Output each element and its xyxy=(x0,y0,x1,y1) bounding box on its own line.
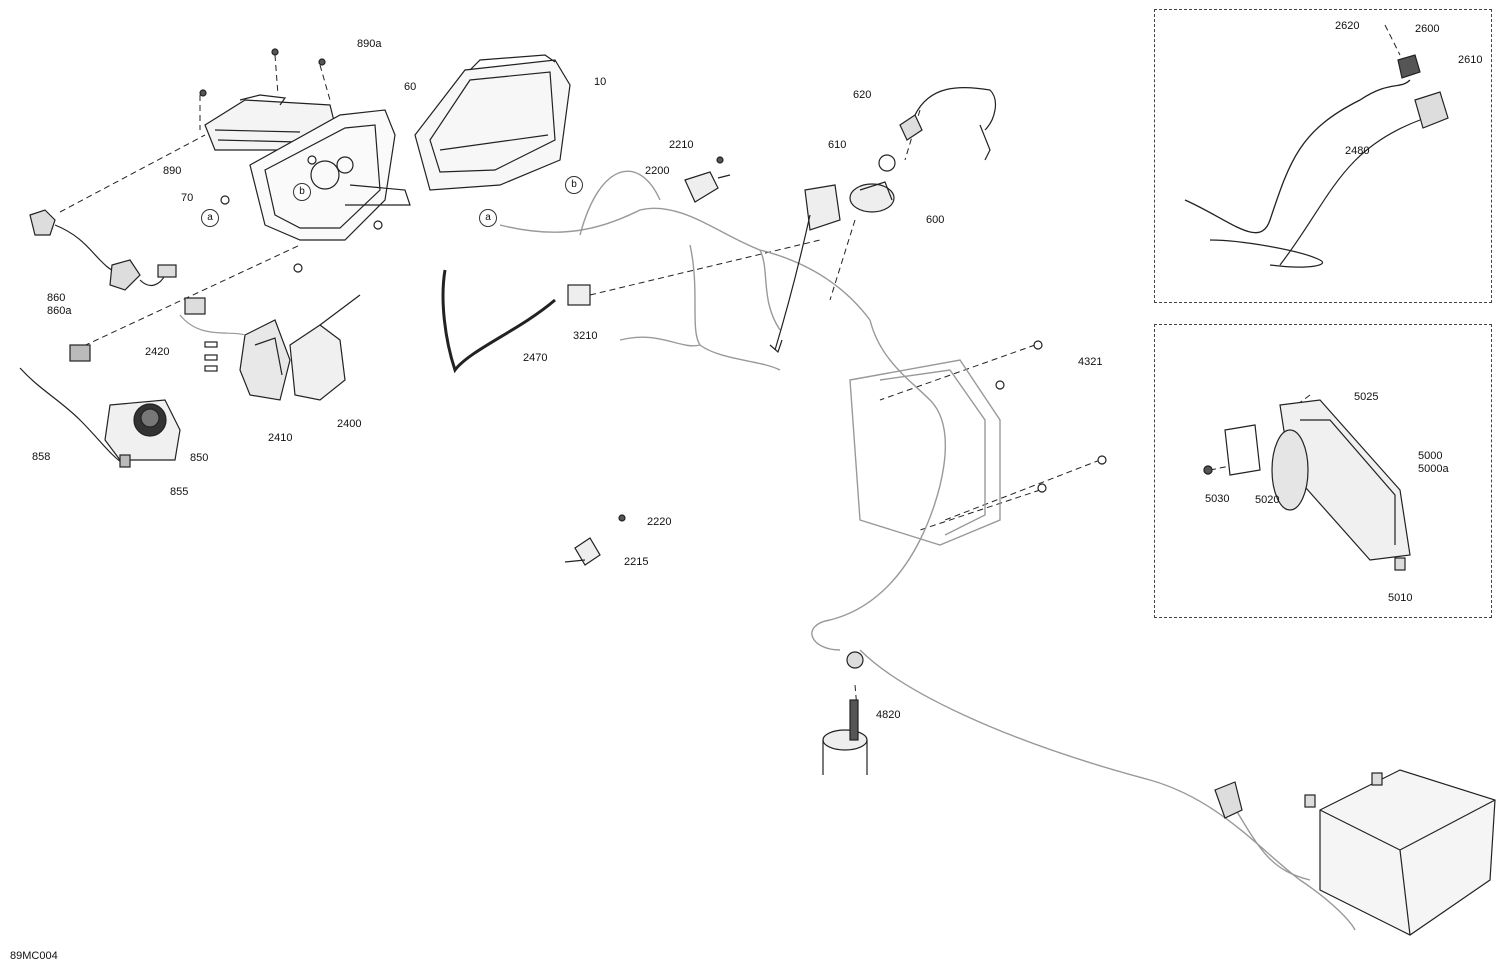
callout-858: 858 xyxy=(32,451,51,463)
callout-860: 860 860a xyxy=(47,292,72,317)
callout-2210: 2210 xyxy=(669,139,694,151)
callout-855: 855 xyxy=(170,486,189,498)
callout-2620: 2620 xyxy=(1335,20,1360,32)
callout-4321: 4321 xyxy=(1078,356,1103,368)
callout-10: 10 xyxy=(594,76,607,88)
callout-2410: 2410 xyxy=(268,432,293,444)
harness-2420 xyxy=(179,297,246,336)
callout-2215: 2215 xyxy=(624,556,649,568)
callout-2470: 2470 xyxy=(523,352,548,364)
callout-610: 610 xyxy=(828,139,847,151)
inset-box-harness xyxy=(1154,9,1492,303)
pins-2420 xyxy=(204,341,218,372)
connector-block xyxy=(769,184,841,354)
connector-ref-b-right: b xyxy=(565,176,583,194)
bracket-60 xyxy=(249,109,411,241)
callout-2400: 2400 xyxy=(337,418,362,430)
callout-2600: 2600 xyxy=(1415,23,1440,35)
connector-3210 xyxy=(567,284,591,306)
inset-ecm-5000 xyxy=(1203,399,1411,571)
cable-858 xyxy=(19,344,131,468)
callout-2420: 2420 xyxy=(145,346,170,358)
connector-ref-a-left: a xyxy=(201,209,219,227)
switch-860 xyxy=(29,209,177,291)
drawing-reference-code: 89MC004 xyxy=(10,950,58,962)
callout-60: 60 xyxy=(404,81,417,93)
control-knob-850 xyxy=(104,399,181,461)
display-cluster-10 xyxy=(414,54,571,191)
handlebar-switch-2400 xyxy=(289,294,361,401)
key-switch-600 xyxy=(849,86,997,213)
callout-2200: 2200 xyxy=(645,165,670,177)
callout-5010: 5010 xyxy=(1388,592,1413,604)
inset-harness-2480 xyxy=(1184,54,1449,268)
battery xyxy=(1214,769,1496,936)
inset-box-ecm xyxy=(1154,324,1492,618)
connector-ref-a-right: a xyxy=(479,209,497,227)
connector-ref-b-left: b xyxy=(293,183,311,201)
callout-2610: 2610 xyxy=(1458,54,1483,66)
callout-850: 850 xyxy=(190,452,209,464)
callout-5025: 5025 xyxy=(1354,391,1379,403)
callout-3210: 3210 xyxy=(573,330,598,342)
callout-2480: 2480 xyxy=(1345,145,1370,157)
relay-4820 xyxy=(822,651,868,775)
callout-890: 890 xyxy=(163,165,182,177)
callout-890a: 890a xyxy=(357,38,382,50)
sensor-2215 xyxy=(564,537,601,566)
callout-5000: 5000 5000a xyxy=(1418,450,1449,475)
connector-2200 xyxy=(684,171,731,203)
callout-5030: 5030 xyxy=(1205,493,1230,505)
callout-600: 600 xyxy=(926,214,945,226)
callout-4820: 4820 xyxy=(876,709,901,721)
callout-2220: 2220 xyxy=(647,516,672,528)
callout-70: 70 xyxy=(181,192,194,204)
cable-2470 xyxy=(441,269,556,374)
callout-5020: 5020 xyxy=(1255,494,1280,506)
callout-620: 620 xyxy=(853,89,872,101)
handlebar-switch-2410 xyxy=(239,319,291,401)
